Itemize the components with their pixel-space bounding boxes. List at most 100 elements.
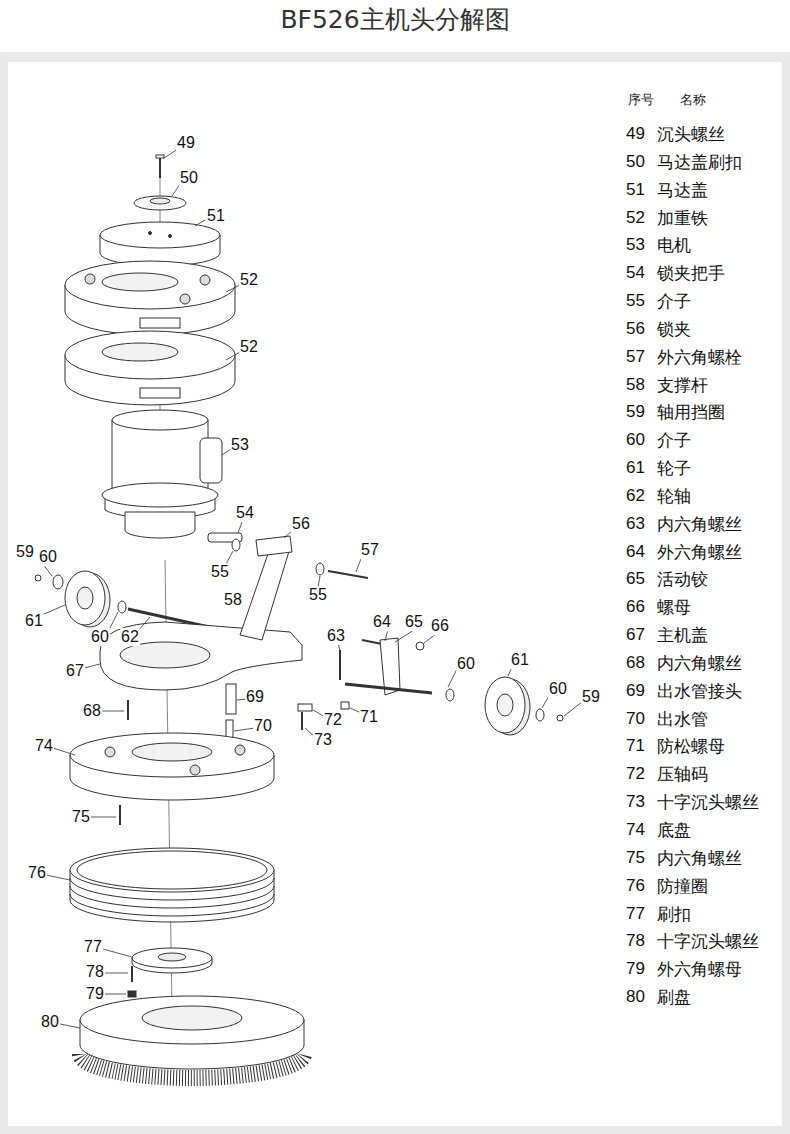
callout-number: 63 — [326, 627, 346, 645]
part-name: 轮轴 — [657, 487, 691, 506]
part-name: 锁夹把手 — [657, 264, 725, 283]
callout-number: 49 — [176, 134, 196, 152]
callout-number: 57 — [360, 541, 380, 559]
part-number: 54 — [626, 264, 645, 283]
callout-number: 76 — [27, 864, 47, 882]
table-header: 序号 — [628, 93, 654, 107]
part-name: 内六角螺丝 — [657, 848, 742, 867]
part-name: 十字沉头螺丝 — [657, 793, 759, 812]
callout-number: 68 — [82, 702, 102, 720]
part-name: 防撞圈 — [657, 876, 708, 895]
part-name: 加重铁 — [657, 208, 708, 227]
callout-number: 52 — [239, 338, 259, 356]
part-name: 轮子 — [657, 459, 691, 478]
callout-number: 55 — [308, 586, 328, 604]
part-number: 77 — [626, 904, 645, 923]
part-name: 轴用挡圈 — [657, 403, 725, 422]
part-name: 螺母 — [657, 598, 691, 617]
part-name: 出水管 — [657, 709, 708, 728]
part-number: 75 — [626, 848, 645, 867]
callout-number: 70 — [253, 717, 273, 735]
part-number: 69 — [626, 681, 645, 700]
part-name: 外六角螺丝 — [657, 542, 742, 561]
part-number: 50 — [626, 152, 645, 171]
callout-number: 51 — [206, 207, 226, 225]
part-number: 57 — [626, 347, 645, 366]
callout-number: 74 — [34, 737, 54, 755]
part-name: 外六角螺母 — [657, 960, 742, 979]
part-name: 马达盖刷扣 — [657, 152, 742, 171]
callout-number: 75 — [71, 808, 91, 826]
part-number: 74 — [626, 821, 645, 840]
callout-number: 58 — [223, 591, 243, 609]
callout-number: 59 — [581, 688, 601, 706]
part-number: 72 — [626, 765, 645, 784]
part-name: 内六角螺丝 — [657, 654, 742, 673]
callout-number: 50 — [179, 169, 199, 187]
callout-number: 80 — [40, 1013, 60, 1031]
callout-number: 60 — [548, 680, 568, 698]
part-number: 78 — [626, 932, 645, 951]
callout-number: 71 — [359, 708, 379, 726]
part-number: 67 — [626, 626, 645, 645]
callout-number: 77 — [83, 938, 103, 956]
callout-number: 54 — [235, 504, 255, 522]
part-number: 76 — [626, 876, 645, 895]
part-name: 活动铰 — [657, 570, 708, 589]
part-name: 电机 — [657, 236, 691, 255]
part-number: 60 — [626, 431, 645, 450]
part-number: 55 — [626, 292, 645, 311]
part-name: 支撑杆 — [657, 375, 708, 394]
part-name: 马达盖 — [657, 180, 708, 199]
callout-number: 52 — [239, 271, 259, 289]
callout-number: 67 — [65, 662, 85, 680]
callout-number: 55 — [210, 563, 230, 581]
callout-number: 73 — [313, 731, 333, 749]
part-number: 73 — [626, 793, 645, 812]
part-number: 56 — [626, 320, 645, 339]
part-number: 49 — [626, 125, 645, 144]
callout-number: 61 — [24, 612, 44, 630]
callout-number: 53 — [230, 436, 250, 454]
part-name: 刷盘 — [657, 988, 691, 1007]
callout-number: 64 — [372, 613, 392, 631]
part-number: 68 — [626, 654, 645, 673]
callout-number: 62 — [120, 628, 140, 646]
part-number: 66 — [626, 598, 645, 617]
part-number: 65 — [626, 570, 645, 589]
callout-number: 72 — [323, 711, 343, 729]
part-number: 59 — [626, 403, 645, 422]
callout-number: 79 — [85, 985, 105, 1003]
table-header: 名称 — [680, 93, 706, 107]
part-name: 主机盖 — [657, 626, 708, 645]
part-number: 71 — [626, 737, 645, 756]
part-number: 53 — [626, 236, 645, 255]
part-number: 63 — [626, 514, 645, 533]
part-name: 出水管接头 — [657, 681, 742, 700]
callout-number: 56 — [291, 515, 311, 533]
callout-number: 59 — [15, 543, 35, 561]
part-name: 介子 — [657, 431, 691, 450]
part-name: 压轴码 — [657, 765, 708, 784]
callout-number: 66 — [430, 617, 450, 635]
part-name: 刷扣 — [657, 904, 691, 923]
callout-number: 60 — [456, 655, 476, 673]
callout-number: 60 — [38, 548, 58, 566]
page-title: BF526主机头分解图 — [280, 6, 509, 34]
part-name: 介子 — [657, 292, 691, 311]
part-name: 十字沉头螺丝 — [657, 932, 759, 951]
part-number: 70 — [626, 709, 645, 728]
callout-number: 69 — [245, 688, 265, 706]
part-number: 51 — [626, 180, 645, 199]
callout-number: 60 — [90, 628, 110, 646]
part-number: 58 — [626, 375, 645, 394]
part-number: 79 — [626, 960, 645, 979]
callout-number: 65 — [404, 613, 424, 631]
callout-number: 61 — [510, 651, 530, 669]
part-name: 沉头螺丝 — [657, 125, 725, 144]
part-name: 防松螺母 — [657, 737, 725, 756]
part-number: 61 — [626, 459, 645, 478]
part-number: 80 — [626, 988, 645, 1007]
part-name: 锁夹 — [657, 320, 691, 339]
